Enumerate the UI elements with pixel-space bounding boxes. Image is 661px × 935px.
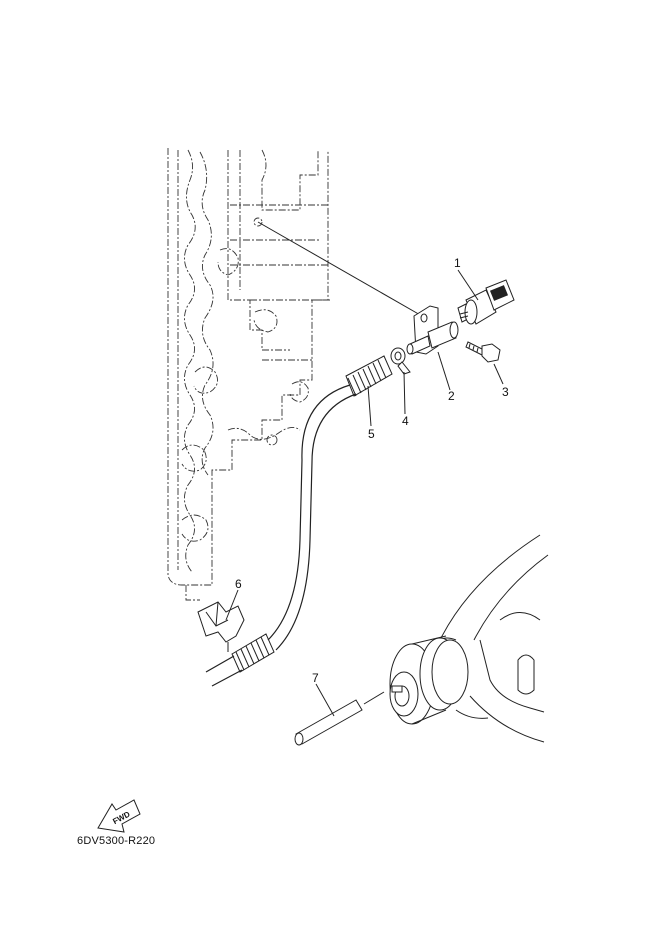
lower-unit-outline bbox=[389, 534, 549, 743]
part-2-bracket-adapter bbox=[406, 305, 459, 355]
part-7-rod bbox=[294, 691, 385, 746]
hose-spring-upper bbox=[345, 355, 393, 397]
callout-6: 6 bbox=[235, 577, 242, 591]
assembly-leader-line bbox=[257, 221, 423, 317]
part-3-bolt bbox=[465, 341, 501, 363]
part-4-clip bbox=[390, 347, 411, 375]
callout-7: 7 bbox=[312, 671, 319, 685]
callout-5: 5 bbox=[368, 427, 375, 441]
hose-spring-lower bbox=[231, 633, 275, 673]
part-5-hose bbox=[205, 355, 393, 687]
callout-4: 4 bbox=[402, 414, 409, 428]
callout-2: 2 bbox=[448, 389, 455, 403]
part-1-sensor bbox=[457, 279, 515, 325]
diagram-code: 6DV5300-R220 bbox=[77, 835, 156, 847]
callout-3: 3 bbox=[502, 385, 509, 399]
callout-leaders bbox=[225, 269, 504, 717]
part-6-clamp bbox=[197, 601, 245, 652]
fwd-arrow-icon: FWD bbox=[97, 799, 141, 833]
callout-1: 1 bbox=[454, 256, 461, 270]
engine-block-outline bbox=[167, 148, 330, 601]
